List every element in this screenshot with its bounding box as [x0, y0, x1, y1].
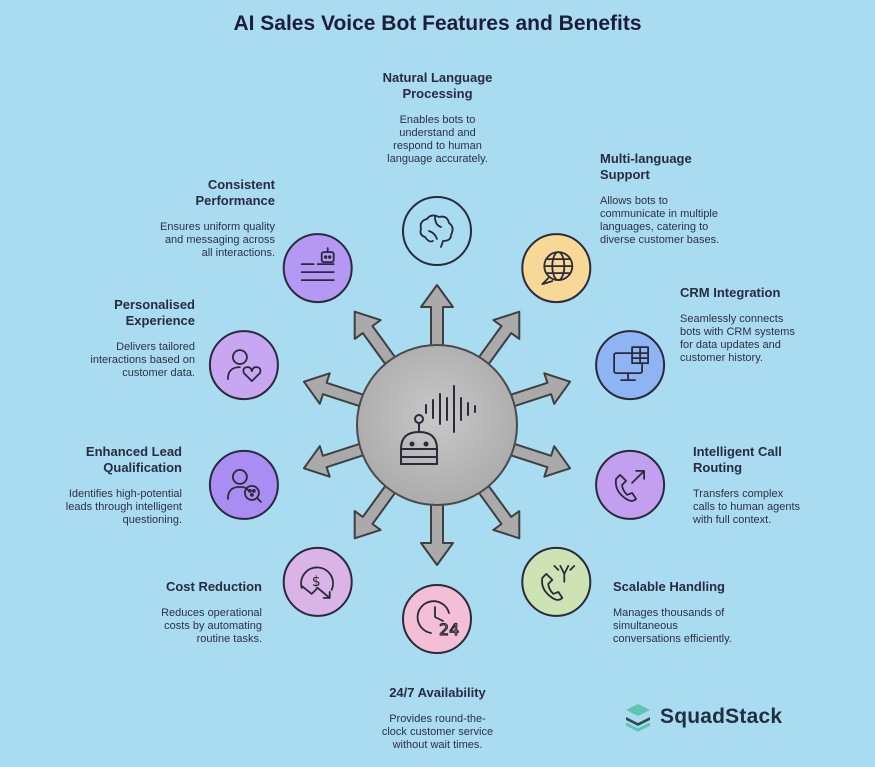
brand-logo: SquadStack [624, 700, 782, 734]
node-circle [282, 233, 353, 304]
phone-split-icon [541, 565, 576, 601]
feature-availability: 24/7 Availability Provides round-the-clo… [370, 685, 505, 752]
feature-title: Consistent Performance [195, 177, 275, 208]
feature-description: Manages thousands of simultaneous conver… [613, 607, 732, 645]
node-circle [402, 196, 472, 266]
feature-description: Seamlessly connects bots with CRM system… [680, 313, 795, 364]
node-nlp [402, 196, 472, 266]
arrow-cost [353, 483, 397, 540]
node-cost: $ [282, 546, 353, 617]
feature-description: Provides round-the-clock customer servic… [381, 713, 494, 751]
arrow-crm [508, 372, 572, 408]
arrows-group [302, 284, 572, 566]
feature-description: Reduces operational costs by automating … [161, 607, 262, 645]
arrow-availability [420, 502, 454, 566]
monitor-table-icon [613, 346, 649, 382]
node-circle [595, 449, 666, 520]
node-consistent [282, 233, 353, 304]
arrow-nlp [420, 284, 454, 348]
bot-message-icon [300, 247, 335, 282]
feature-title: Cost Reduction [165, 579, 262, 594]
feature-routing: Intelligent Call Routing Transfers compl… [693, 444, 813, 527]
feature-title: 24/7 Availability [389, 685, 486, 700]
page-title: AI Sales Voice Bot Features and Benefits [233, 12, 642, 35]
feature-scalable: Scalable Handling Manages thousands of s… [613, 579, 743, 646]
feature-title: Multi-language Support [600, 151, 692, 182]
dollar-down-icon: $ [300, 566, 334, 599]
feature-lead: Enhanced Lead Qualification Identifies h… [55, 444, 182, 527]
feature-description: Identifies high-potential leads through … [65, 488, 182, 526]
feature-description: Ensures uniform quality and messaging ac… [160, 221, 275, 259]
svg-text:24: 24 [439, 620, 459, 639]
node-circle [521, 233, 592, 304]
node-routing [595, 449, 666, 520]
feature-title: Scalable Handling [613, 579, 725, 594]
node-personal [208, 330, 279, 401]
feature-personal: Personalised Experience Delivers tailore… [80, 297, 195, 380]
brain-icon [419, 214, 454, 248]
logo-text: SquadStack [660, 705, 783, 728]
node-circle [282, 546, 353, 617]
feature-nodes: 24 $ [208, 196, 666, 654]
node-scalable [521, 546, 592, 617]
feature-crm: CRM Integration Seamlessly connects bots… [680, 285, 800, 365]
feature-multilang: Multi-language Support Allows bots to co… [600, 151, 730, 247]
clock-24-icon: 24 [416, 600, 460, 640]
voice-robot-icon [399, 385, 476, 465]
feature-title: Personalised Experience [114, 297, 195, 328]
node-crm [595, 330, 666, 401]
node-availability: 24 [402, 584, 472, 654]
node-circle [208, 330, 279, 401]
feature-description: Delivers tailored interactions based on … [90, 341, 195, 379]
node-circle [208, 449, 279, 520]
user-search-icon [226, 468, 262, 503]
phone-forward-icon [614, 469, 645, 502]
arrow-scalable [477, 483, 521, 540]
arrow-lead [302, 442, 366, 478]
arrow-multilang [477, 310, 521, 367]
feature-description: Transfers complex calls to human agents … [693, 488, 801, 526]
feature-description: Enables bots to understand and respond t… [387, 114, 488, 165]
feature-nlp: Natural Language Processing Enables bots… [370, 70, 505, 166]
feature-title: CRM Integration [680, 285, 781, 300]
feature-title: Intelligent Call Routing [693, 444, 782, 475]
hub-circle [356, 344, 518, 506]
arrow-consistent [353, 310, 397, 367]
feature-cost: Cost Reduction Reduces operational costs… [150, 579, 262, 646]
feature-consistent: Consistent Performance Ensures uniform q… [160, 177, 275, 260]
node-multilang [521, 233, 592, 304]
feature-description: Allows bots to communicate in multiple l… [600, 195, 720, 246]
arrow-routing [508, 442, 572, 478]
stack-logo-icon [625, 704, 651, 732]
node-circle [521, 546, 592, 617]
svg-text:$: $ [312, 574, 321, 590]
user-heart-icon [226, 349, 262, 383]
feature-title: Enhanced Lead Qualification [85, 444, 182, 475]
node-lead [208, 449, 279, 520]
feature-title: Natural Language Processing [382, 70, 493, 101]
node-circle [595, 330, 666, 401]
globe-chat-icon [541, 251, 574, 286]
arrow-personal [302, 372, 366, 408]
